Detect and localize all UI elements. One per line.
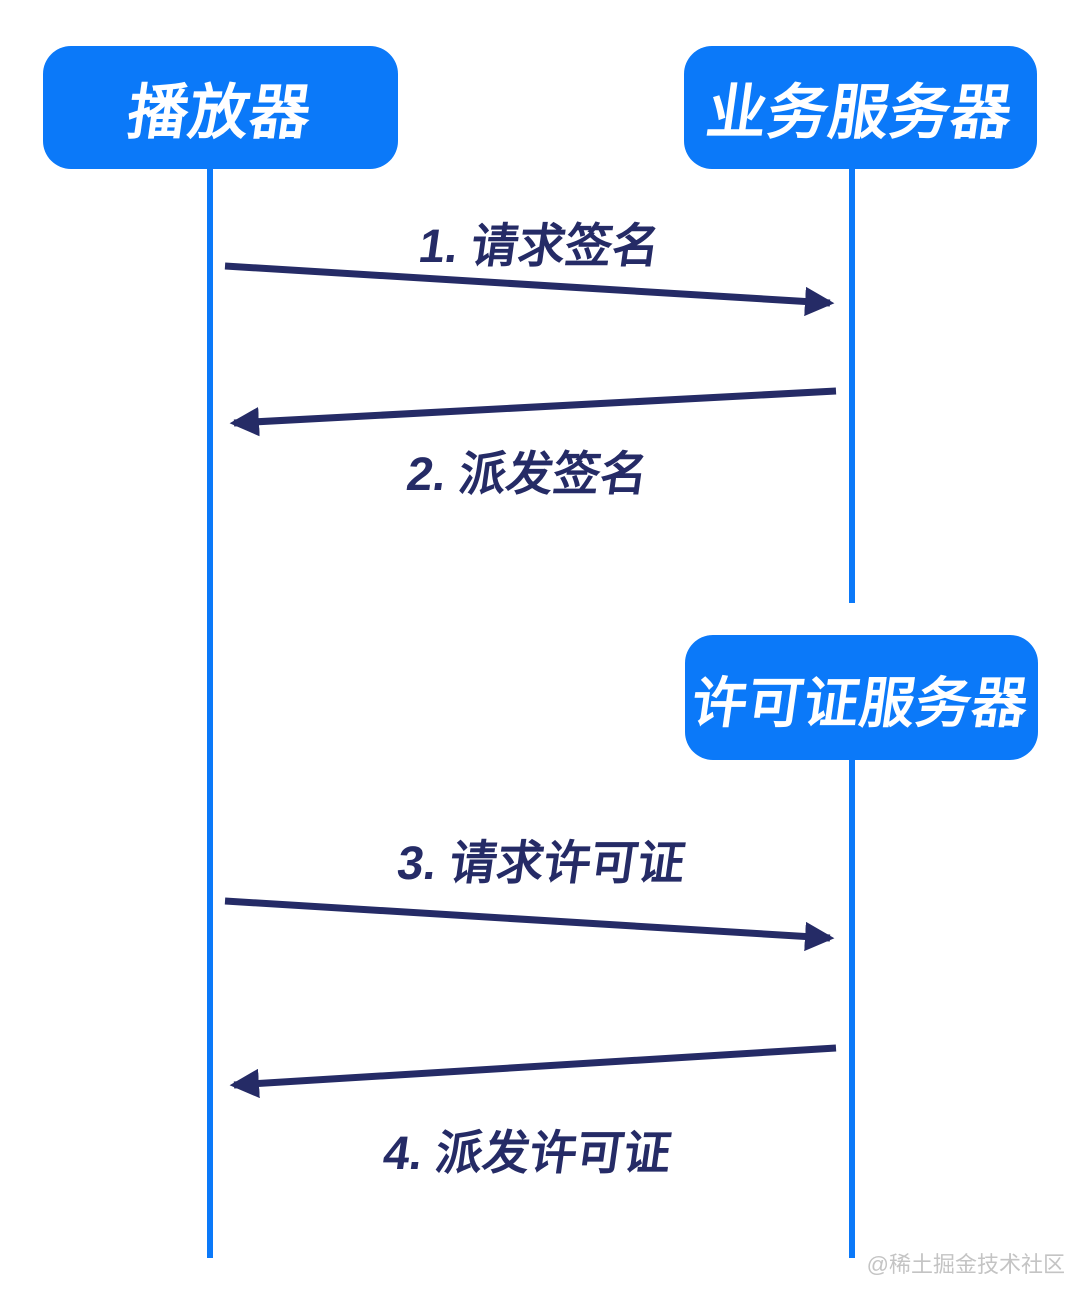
- actor-player-box: 播放器: [43, 46, 398, 169]
- actor-license-server-label: 许可证服务器: [688, 671, 1034, 734]
- actor-license-server-box: 许可证服务器: [685, 635, 1038, 760]
- message-arrow-4: [229, 1044, 837, 1099]
- actor-business-server-box: 业务服务器: [684, 46, 1037, 169]
- license-server-lifeline: [849, 760, 855, 1258]
- message-label-3: 3. 请求许可证: [394, 836, 689, 889]
- watermark: @稀土掘金技术社区: [866, 1252, 1065, 1277]
- message-label-2: 2. 派发签名: [403, 447, 652, 500]
- message-arrow-3: [224, 897, 835, 952]
- player-lifeline: [207, 169, 213, 1258]
- actor-player-label: 播放器: [123, 79, 317, 146]
- business-server-lifeline: [849, 169, 855, 603]
- message-label-1: 1. 请求签名: [415, 219, 664, 272]
- message-label-4: 4. 派发许可证: [380, 1126, 675, 1179]
- message-arrow-2: [229, 387, 837, 437]
- actor-business-server-label: 业务服务器: [702, 79, 1018, 146]
